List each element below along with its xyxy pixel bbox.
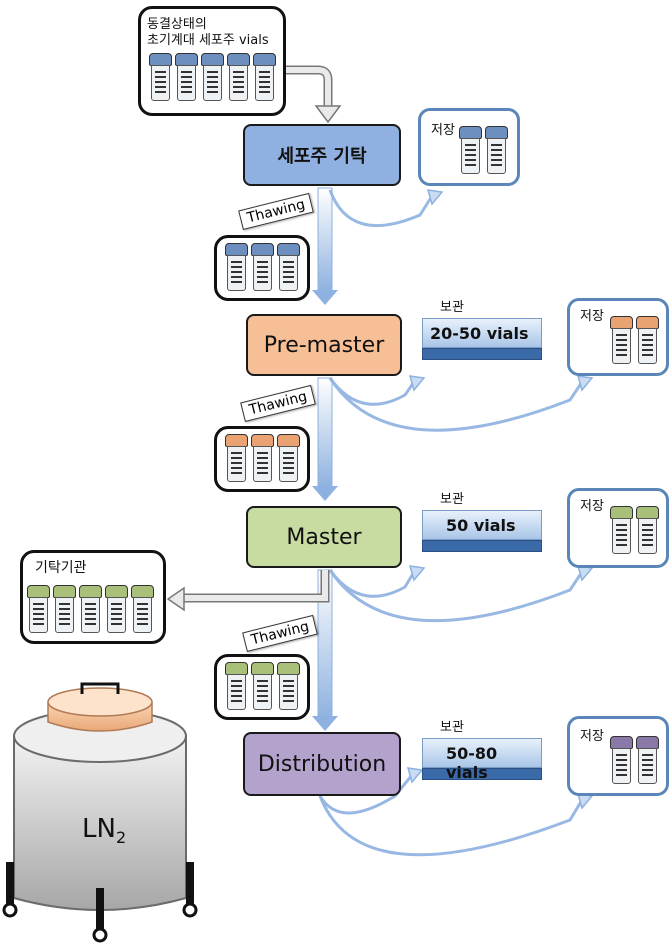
branch-2a — [328, 377, 416, 406]
storage-label: 저장 — [580, 309, 604, 324]
vial-icon — [636, 736, 659, 786]
source-arrow — [282, 65, 333, 108]
stage-cell-deposit-label: 세포주 기탁 — [277, 146, 367, 167]
source-label-line2: 초기계대 세포주 vials — [147, 33, 269, 48]
keep-slab-2-text: 50 vials — [446, 516, 516, 535]
vial-icon — [251, 434, 274, 484]
source-vials-box: 동결상태의 초기계대 세포주 vials — [138, 6, 286, 116]
stage-master: Master — [246, 506, 402, 568]
vial-icon — [485, 126, 508, 176]
ln2-tank-icon — [2, 682, 198, 943]
vial-icon — [225, 243, 248, 293]
branch-4a — [318, 774, 414, 815]
thawed-vials-box-1 — [214, 235, 310, 301]
stage-pre-master: Pre-master — [246, 314, 402, 376]
vial-icon — [227, 53, 250, 103]
vial-icon — [149, 53, 172, 103]
vial-icon — [225, 662, 248, 712]
vial-icon — [251, 243, 274, 293]
keep-slab-1-text: 20-50 vials — [430, 324, 529, 343]
storage-label: 저장 — [580, 499, 604, 514]
storage-label: 저장 — [431, 123, 455, 138]
keep-slab-3: 50-80 vials — [422, 738, 542, 782]
branch-3a — [328, 569, 416, 598]
stage-cell-deposit: 세포주 기탁 — [243, 124, 401, 186]
vial-icon — [636, 506, 659, 556]
stage-distribution-label: Distribution — [257, 751, 387, 777]
vial-icon — [131, 585, 154, 635]
vial-icon — [636, 316, 659, 366]
ln2-label: LN2 — [82, 814, 126, 847]
vial-icon — [79, 585, 102, 635]
storage-box-2: 저장 — [567, 298, 669, 376]
deposit-label: 기탁기관 — [35, 560, 87, 576]
keep-label-1: 보관 — [440, 300, 464, 315]
storage-box-3: 저장 — [567, 488, 669, 568]
branch-3b — [328, 569, 584, 623]
main-flow-1 — [317, 187, 333, 293]
vial-icon — [253, 53, 276, 103]
branch-2b — [328, 377, 584, 432]
keep-slab-1: 20-50 vials — [422, 318, 542, 362]
vial-icon — [277, 243, 300, 293]
vial-icon — [251, 662, 274, 712]
main-flow-2 — [317, 377, 333, 489]
vial-icon — [277, 662, 300, 712]
vial-icon — [53, 585, 76, 635]
stage-master-label: Master — [286, 524, 362, 550]
keep-label-2: 보관 — [440, 492, 464, 507]
vial-icon — [225, 434, 248, 484]
vial-icon — [105, 585, 128, 635]
ln2-label-subscript: 2 — [115, 828, 127, 848]
storage-label: 저장 — [580, 729, 604, 744]
stage-distribution: Distribution — [243, 732, 401, 796]
vial-icon — [201, 53, 224, 103]
vial-icon — [610, 316, 633, 366]
storage-box-1: 저장 — [418, 108, 520, 186]
vial-icon — [610, 506, 633, 556]
branch-4b — [318, 795, 584, 857]
keep-slab-2: 50 vials — [422, 510, 542, 554]
stage-pre-master-label: Pre-master — [263, 332, 385, 358]
storage-box-4: 저장 — [567, 716, 669, 796]
keep-slab-3-text: 50-80 vials — [446, 744, 498, 782]
vial-icon — [27, 585, 50, 635]
ln2-label-text: LN — [82, 814, 116, 844]
thawed-vials-box-2 — [214, 426, 310, 492]
vial-icon — [610, 736, 633, 786]
vial-icon — [277, 434, 300, 484]
keep-label-3: 보관 — [440, 720, 464, 735]
deposit-institution-box: 기탁기관 — [20, 550, 166, 644]
branch-1 — [328, 189, 434, 228]
thawed-vials-box-3 — [214, 654, 310, 720]
source-vials — [149, 53, 276, 103]
source-label-line1: 동결상태의 — [147, 17, 207, 32]
vial-icon — [175, 53, 198, 103]
vial-icon — [459, 126, 482, 176]
